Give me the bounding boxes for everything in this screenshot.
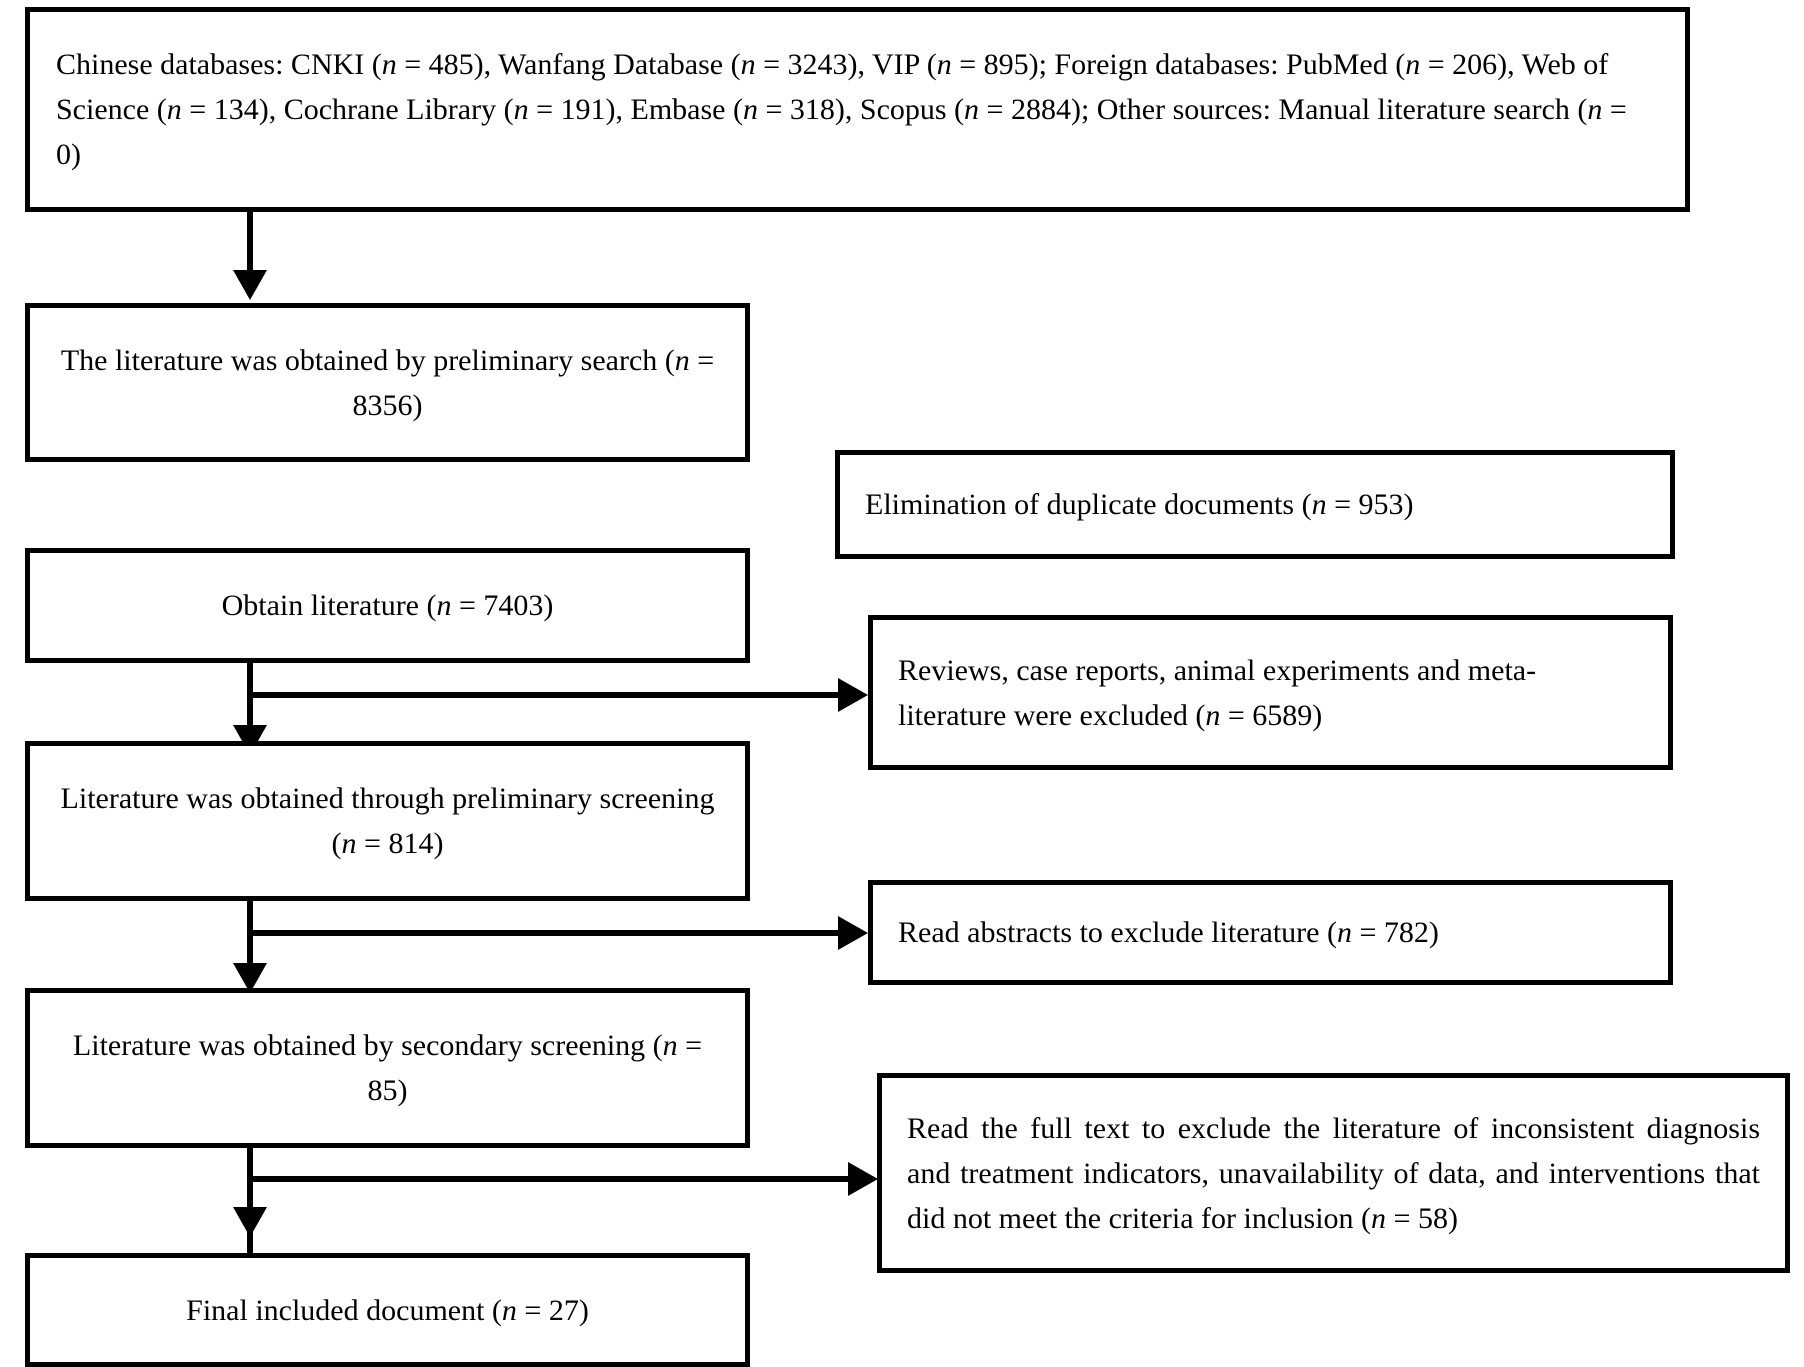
connector-preliminary-screening-down <box>247 901 253 1009</box>
box-duplicates-removed: Elimination of duplicate documents (n = … <box>835 450 1675 559</box>
type-excluded-text: Reviews, case reports, animal experiment… <box>898 653 1537 732</box>
connector-sources-to-preliminary <box>247 212 253 274</box>
preliminary-search-text: The literature was obtained by prelimina… <box>60 343 715 422</box>
arrowhead-secondary-screening-to-fulltext <box>848 1162 878 1196</box>
final-included-text: Final included document (n = 27) <box>186 1293 589 1327</box>
connector-secondary-screening-to-fulltext <box>253 1176 848 1182</box>
abstracts-excluded-text: Read abstracts to exclude literature (n … <box>898 916 1439 949</box>
arrowhead-preliminary-screening-to-abstracts <box>838 916 868 950</box>
arrowhead-sources-to-preliminary <box>233 270 267 300</box>
box-preliminary-screening: Literature was obtained through prelimin… <box>25 741 750 901</box>
connector-preliminary-screening-to-abstracts <box>253 930 838 936</box>
box-type-excluded: Reviews, case reports, animal experiment… <box>868 615 1673 770</box>
box-preliminary-search: The literature was obtained by prelimina… <box>25 303 750 462</box>
arrowhead-obtain-to-type-excluded <box>838 678 868 712</box>
arrowhead-secondary-screening-down <box>233 1207 267 1237</box>
connector-obtain-to-type-excluded <box>253 692 838 698</box>
secondary-screening-text: Literature was obtained by secondary scr… <box>72 1029 703 1107</box>
box-identification-sources: Chinese databases: CNKI (n = 485), Wanfa… <box>25 7 1690 212</box>
fulltext-excluded-text: Read the full text to exclude the litera… <box>907 1111 1760 1235</box>
obtain-literature-text: Obtain literature (n = 7403) <box>221 589 554 622</box>
box-obtain-literature: Obtain literature (n = 7403) <box>25 548 750 663</box>
preliminary-screening-text: Literature was obtained through prelimin… <box>60 782 715 860</box>
box-final-included: Final included document (n = 27) <box>25 1253 750 1367</box>
connector-obtain-down <box>247 663 253 771</box>
identification-sources-text: Chinese databases: CNKI (n = 485), Wanfa… <box>56 48 1627 171</box>
box-abstracts-excluded: Read abstracts to exclude literature (n … <box>868 880 1673 985</box>
box-fulltext-excluded: Read the full text to exclude the litera… <box>877 1073 1790 1273</box>
connector-secondary-screening-down <box>247 1148 253 1253</box>
box-secondary-screening: Literature was obtained by secondary scr… <box>25 988 750 1148</box>
duplicates-removed-text: Elimination of duplicate documents (n = … <box>865 488 1414 521</box>
